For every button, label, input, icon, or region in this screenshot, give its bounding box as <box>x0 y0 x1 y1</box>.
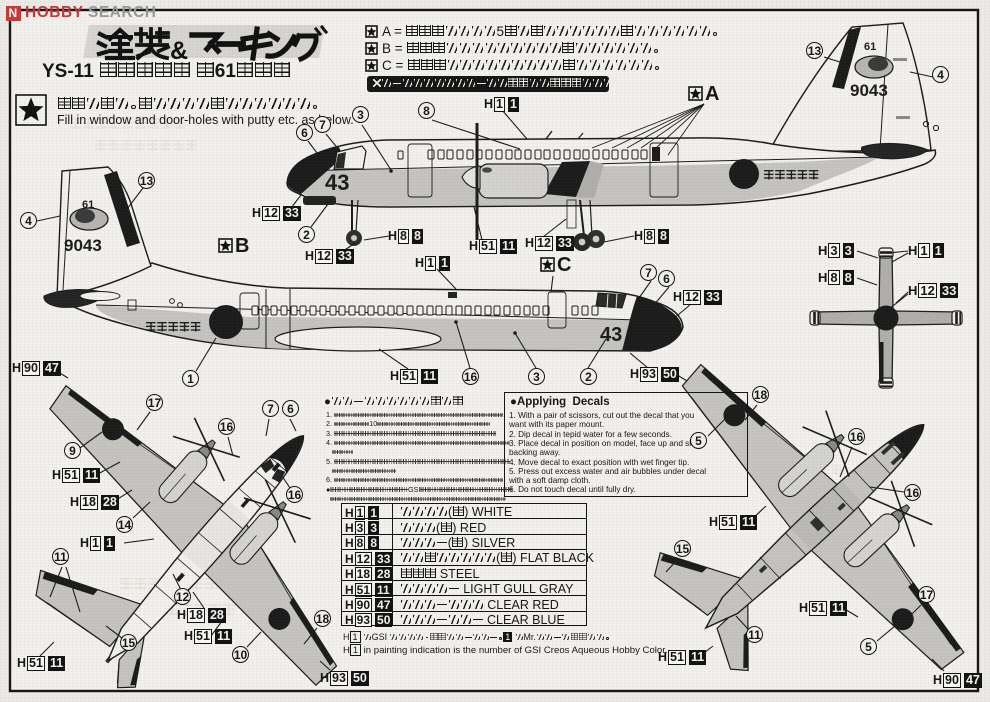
svg-text:61: 61 <box>864 41 876 53</box>
svg-text:43: 43 <box>325 170 349 195</box>
svg-text:9043: 9043 <box>64 236 102 255</box>
svg-text:9043: 9043 <box>850 81 888 100</box>
svg-text:&: & <box>170 37 188 65</box>
